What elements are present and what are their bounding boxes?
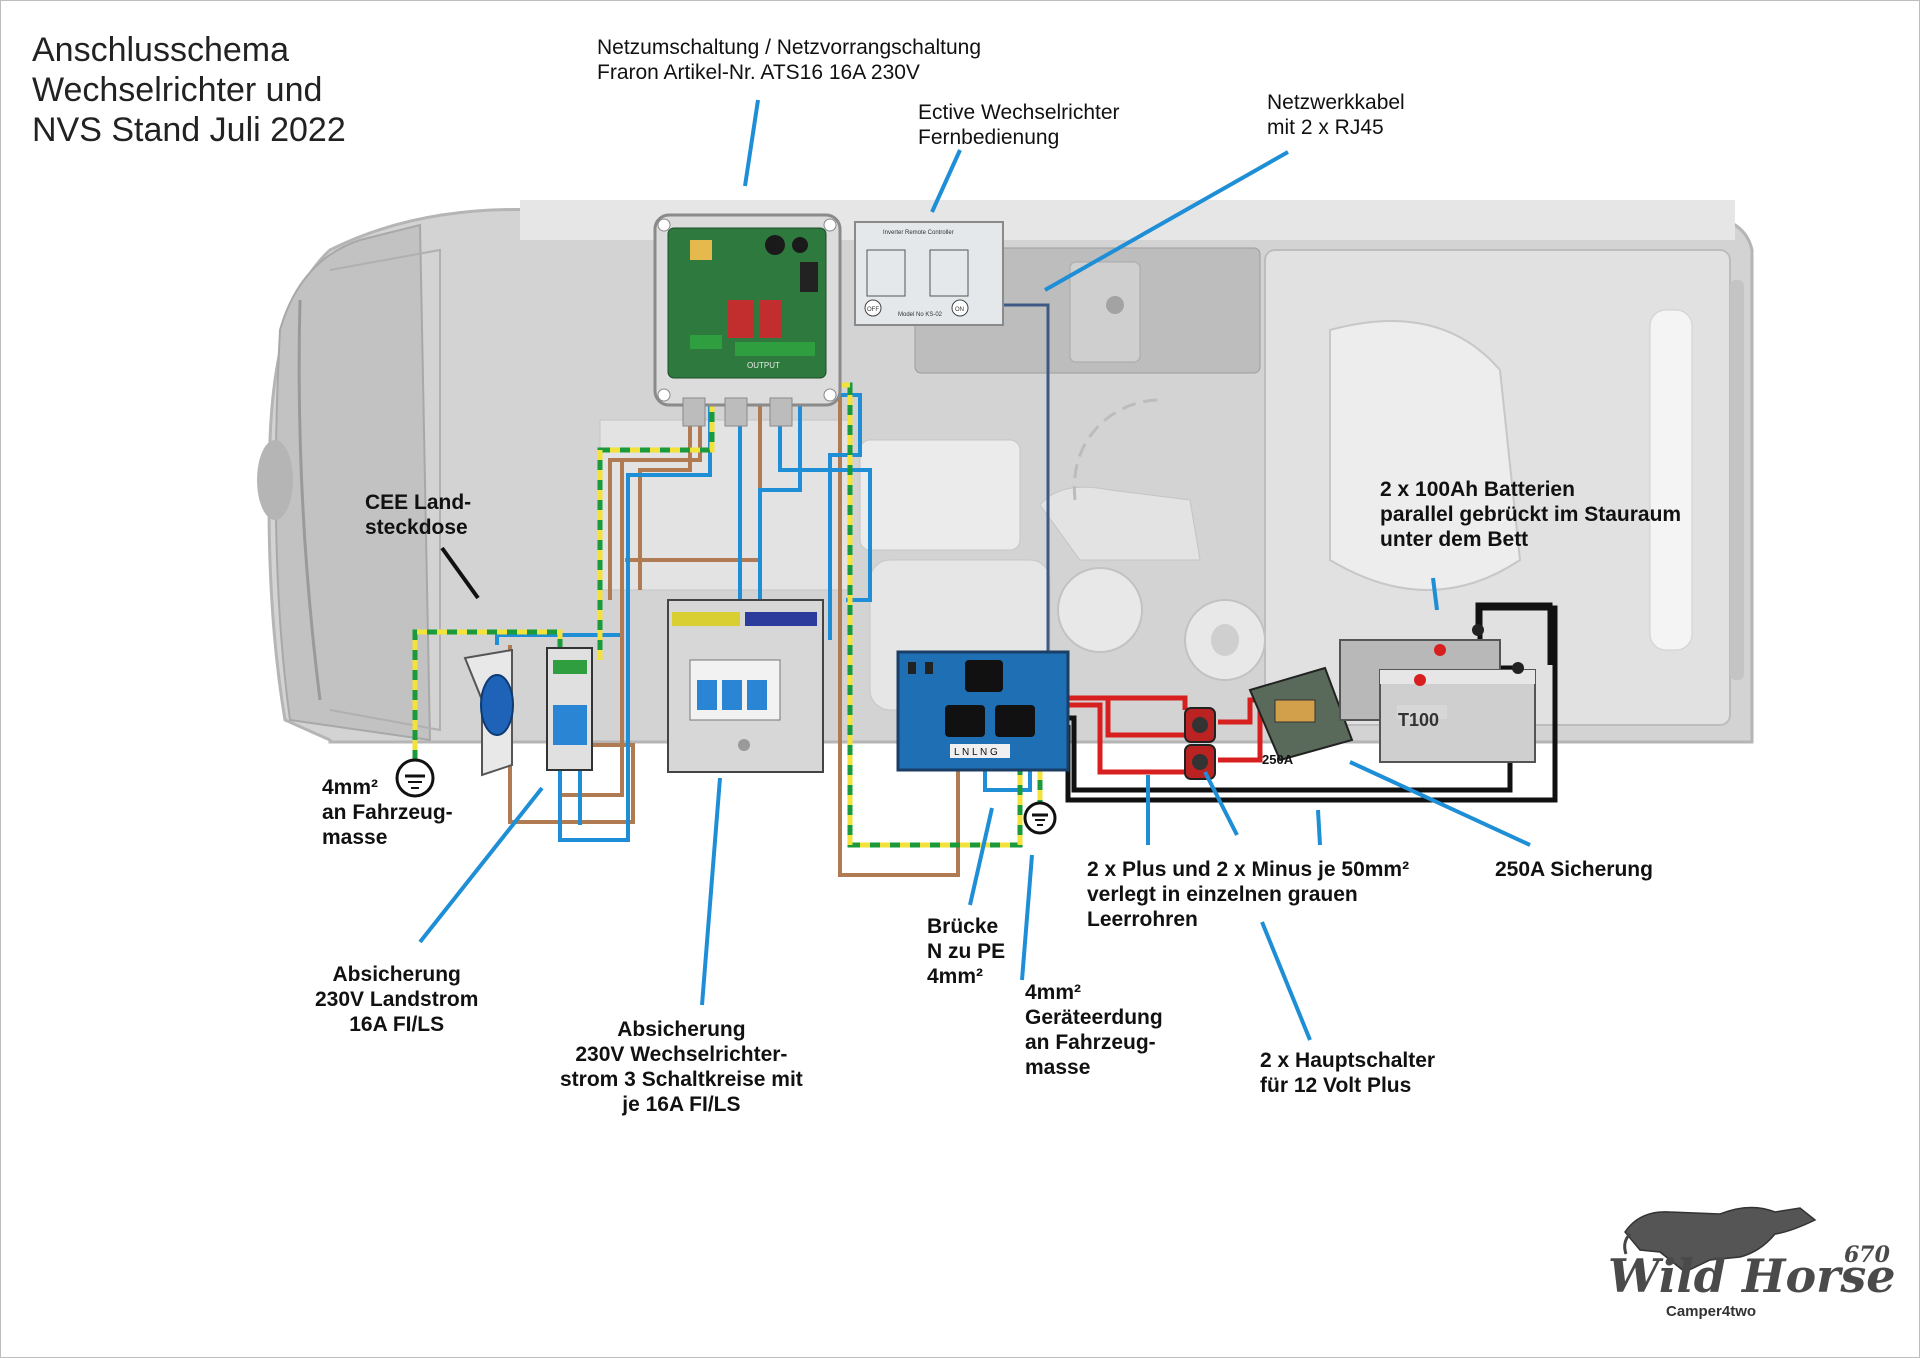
cee-socket	[463, 648, 514, 777]
label-network-line1: Netzwerkkabel	[1267, 91, 1405, 114]
wildhorse-logo: Wild Horse 670 Camper4two	[1608, 1206, 1896, 1320]
label-fuse-shore-line3: 16A FI/LS	[349, 1013, 445, 1036]
label-ground-device-line2: Geräteerdung	[1025, 1006, 1163, 1029]
label-fuse-inverter: Absicherung 230V Wechselrichter- strom 3…	[560, 1017, 803, 1117]
logo-number: 670	[1844, 1242, 1891, 1268]
label-ground-left-line1: 4mm²	[322, 776, 379, 799]
label-ground-left-line2: an Fahrzeug-	[322, 801, 453, 824]
title-line-1: Anschlusschema	[32, 31, 290, 69]
label-bridge-line1: Brücke	[927, 915, 999, 938]
title-line-3: NVS Stand Juli 2022	[32, 111, 346, 149]
label-bridge-line3: 4mm²	[927, 965, 984, 988]
remote-on-label: ON	[955, 307, 964, 313]
label-ground-device: 4mm² Geräteerdung an Fahrzeug- masse	[1025, 980, 1163, 1080]
label-remote: Ective Wechselrichter Fernbedienung	[918, 100, 1120, 150]
label-nvs-line2: Fraron Artikel-Nr. ATS16 16A 230V	[597, 61, 920, 84]
remote-title: Inverter Remote Controller	[883, 230, 954, 236]
label-fuse-inverter-line1: Absicherung	[617, 1018, 746, 1041]
battery-brand: T100	[1398, 710, 1439, 730]
pointer-lines	[418, 99, 1531, 1041]
label-ground-left: 4mm² an Fahrzeug- masse	[322, 775, 453, 850]
label-bridge-line2: N zu PE	[927, 940, 1006, 963]
label-cables-line2: verlegt in einzelnen grauen	[1087, 883, 1358, 906]
label-bridge: Brücke N zu PE 4mm²	[927, 914, 1005, 989]
label-network: Netzwerkkabel mit 2 x RJ45	[1267, 90, 1405, 140]
logo-name: Wild Horse	[1608, 1249, 1896, 1303]
diagram-title: Anschlusschema Wechselrichter und NVS St…	[32, 30, 346, 150]
main-switches	[1184, 707, 1216, 780]
label-ground-device-line4: masse	[1025, 1056, 1091, 1079]
cee-pointer-line	[440, 546, 480, 600]
label-cables: 2 x Plus und 2 x Minus je 50mm² verlegt …	[1087, 857, 1409, 932]
label-ground-left-line3: masse	[322, 826, 388, 849]
label-nvs: Netzumschaltung / Netzvorrangschaltung F…	[597, 35, 981, 85]
ground-symbol-device	[1023, 801, 1057, 835]
fi-ls-shore	[546, 647, 593, 771]
label-batteries-line3: unter dem Bett	[1380, 528, 1529, 551]
remote-model-label: Model No KS-02	[898, 312, 943, 318]
batteries: T100	[1339, 624, 1536, 763]
inverter-terminals: L N L N G	[954, 747, 998, 758]
label-fuse-shore-line1: Absicherung	[332, 963, 461, 986]
logo-sub: Camper4two	[1666, 1303, 1756, 1320]
title-line-2: Wechselrichter und	[32, 71, 323, 109]
label-batteries-line1: 2 x 100Ah Batterien	[1380, 478, 1575, 501]
label-ground-device-line3: an Fahrzeug-	[1025, 1031, 1156, 1054]
label-fuse-shore-line2: 230V Landstrom	[315, 988, 479, 1011]
label-cee: CEE Land- steckdose	[365, 490, 471, 540]
label-batteries: 2 x 100Ah Batterien parallel gebrückt im…	[1380, 477, 1681, 552]
label-fuse-inverter-line2: 230V Wechselrichter-	[575, 1043, 788, 1066]
nvs-box: OUTPUT	[653, 213, 842, 427]
label-fuse-inverter-line4: je 16A FI/LS	[622, 1093, 741, 1116]
wires-blue	[495, 380, 1032, 842]
label-ground-device-line1: 4mm²	[1025, 981, 1082, 1004]
label-remote-line1: Ective Wechselrichter	[918, 101, 1120, 124]
label-cee-line2: steckdose	[365, 516, 468, 539]
fuse-250-small-label: 250A	[1262, 752, 1294, 767]
label-network-line2: mit 2 x RJ45	[1267, 116, 1384, 139]
label-cables-line3: Leerrohren	[1087, 908, 1198, 931]
dc-cables	[1065, 602, 1558, 803]
fuse-250a: 250A	[1248, 666, 1354, 767]
label-nvs-line1: Netzumschaltung / Netzvorrangschaltung	[597, 36, 982, 59]
nvs-output-label: OUTPUT	[747, 361, 780, 370]
ground-symbol-left	[395, 758, 435, 798]
remote-off-label: OFF	[867, 307, 879, 313]
label-fuse-250: 250A Sicherung	[1495, 858, 1653, 881]
remote-controller: Inverter Remote Controller OFF ON Model …	[854, 221, 1004, 326]
label-cee-line1: CEE Land-	[365, 491, 472, 514]
label-main-switch-line1: 2 x Hauptschalter	[1260, 1049, 1436, 1072]
label-remote-line2: Fernbedienung	[918, 126, 1060, 149]
label-batteries-line2: parallel gebrückt im Stauraum	[1380, 503, 1682, 526]
label-fuse-shore: Absicherung 230V Landstrom 16A FI/LS	[315, 962, 478, 1037]
label-fuse-inverter-line3: strom 3 Schaltkreise mit	[560, 1068, 803, 1091]
label-main-switch: 2 x Hauptschalter für 12 Volt Plus	[1260, 1048, 1435, 1098]
label-main-switch-line2: für 12 Volt Plus	[1260, 1074, 1412, 1097]
inverter: L N L N G	[896, 650, 1070, 772]
label-cables-line1: 2 x Plus und 2 x Minus je 50mm²	[1087, 858, 1410, 881]
fuse-box-inverter	[667, 599, 824, 773]
